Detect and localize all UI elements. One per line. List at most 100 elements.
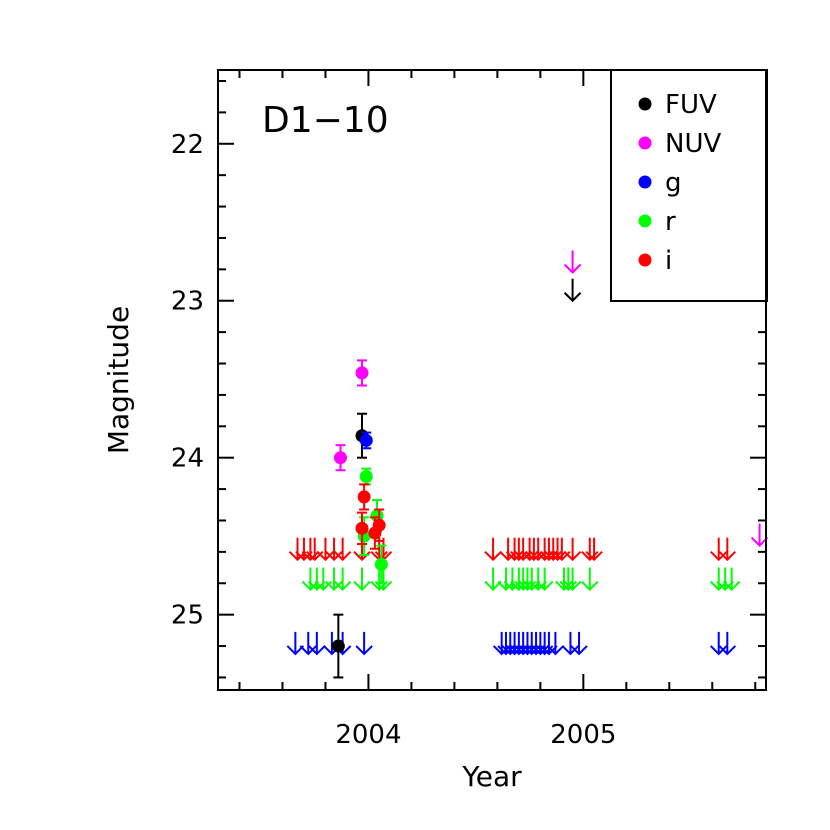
upper-limit-arrow (718, 537, 737, 562)
arrow-head (353, 580, 371, 591)
data-point-group (355, 359, 369, 387)
arrow-head (710, 551, 728, 562)
y-tick-label: 25 (171, 601, 204, 631)
upper-limit-arrow (561, 631, 580, 656)
data-point-group (359, 431, 373, 450)
arrow-head (710, 580, 728, 591)
y-axis-label: Magnitude (102, 306, 135, 454)
upper-limit-arrow (288, 537, 307, 562)
legend-label: g (665, 168, 682, 198)
arrow-head (570, 645, 588, 656)
data-point (355, 366, 369, 380)
arrow-head (301, 580, 320, 591)
x-tick-label: 2005 (550, 720, 616, 750)
data-point (359, 470, 373, 484)
data-point (333, 451, 347, 465)
legend-marker (638, 214, 652, 228)
data-point-group (359, 467, 373, 486)
arrow-head (555, 580, 573, 591)
arrow-head (718, 645, 737, 656)
upper-limit-arrow (710, 631, 728, 656)
arrow-head (548, 551, 567, 562)
arrow-head (501, 645, 519, 656)
x-tick-label: 2004 (335, 720, 401, 750)
arrow-head (484, 551, 502, 562)
upper-limit-arrow (581, 567, 599, 591)
upper-limit-arrow (722, 567, 741, 591)
upper-limit-arrow (529, 567, 547, 591)
arrow-head (535, 551, 554, 562)
arrow-head (497, 580, 515, 591)
arrow-head (308, 580, 326, 591)
legend-label: NUV (665, 129, 721, 159)
upper-limit-arrow (546, 631, 565, 656)
upper-limit-arrow (523, 567, 541, 591)
legend-marker (638, 97, 652, 111)
upper-limit-arrow (308, 567, 326, 591)
data-points (331, 359, 388, 679)
upper-limit-arrow (484, 537, 502, 562)
arrow-head (585, 551, 603, 562)
upper-limit-arrows (286, 250, 769, 656)
upper-limit-arrow (497, 567, 515, 591)
arrow-head (540, 551, 558, 562)
y-tick-label: 22 (171, 130, 204, 160)
arrow-head (301, 551, 320, 562)
arrow-head (492, 645, 511, 656)
x-axis-label: Year (461, 760, 522, 793)
arrow-head (546, 645, 565, 656)
arrow-head (288, 551, 307, 562)
arrow-head (286, 645, 305, 656)
upper-limit-arrow (540, 631, 558, 656)
arrow-head (563, 263, 582, 274)
data-point (359, 433, 373, 447)
arrow-head (333, 580, 352, 591)
arrow-head (523, 580, 541, 591)
upper-limit-arrow (353, 567, 371, 591)
upper-limit-arrow (710, 567, 728, 591)
arrow-head (484, 580, 502, 591)
upper-limit-arrow (305, 537, 324, 562)
y-tick-label: 23 (171, 287, 204, 317)
upper-limit-arrow (299, 631, 317, 656)
data-point-group (331, 613, 345, 679)
upper-limit-arrow (355, 631, 373, 656)
legend-marker (638, 253, 652, 267)
arrow-head (510, 580, 528, 591)
arrow-head (718, 551, 737, 562)
arrow-head (325, 580, 343, 591)
upper-limit-arrow (750, 523, 769, 548)
arrow-head (505, 551, 524, 562)
legend-marker (638, 136, 652, 150)
arrow-head (531, 645, 550, 656)
data-point (372, 518, 386, 532)
data-point (357, 490, 371, 504)
upper-limit-arrow (570, 631, 588, 656)
data-point-group (355, 511, 369, 546)
data-point-group (357, 483, 371, 511)
upper-limit-arrow (308, 631, 326, 656)
upper-limit-arrow (333, 567, 352, 591)
upper-limit-arrow (325, 537, 343, 562)
legend-marker (638, 175, 652, 189)
data-point-group (374, 544, 388, 585)
arrow-head (722, 580, 741, 591)
data-point-group (372, 508, 386, 542)
legend-box (610, 69, 768, 302)
arrow-head (716, 580, 734, 591)
arrow-head (308, 645, 326, 656)
arrow-head (355, 645, 373, 656)
arrow-head (518, 645, 537, 656)
upper-limit-arrow (325, 567, 343, 591)
upper-limit-arrow (484, 567, 502, 591)
upper-limit-arrow (563, 250, 582, 274)
arrow-head (514, 580, 532, 591)
upper-limit-arrow (374, 567, 393, 591)
arrow-head (535, 580, 554, 591)
arrow-head (527, 645, 545, 656)
upper-limit-arrow (563, 567, 582, 591)
arrow-head (299, 645, 317, 656)
upper-limit-arrow (301, 567, 320, 591)
